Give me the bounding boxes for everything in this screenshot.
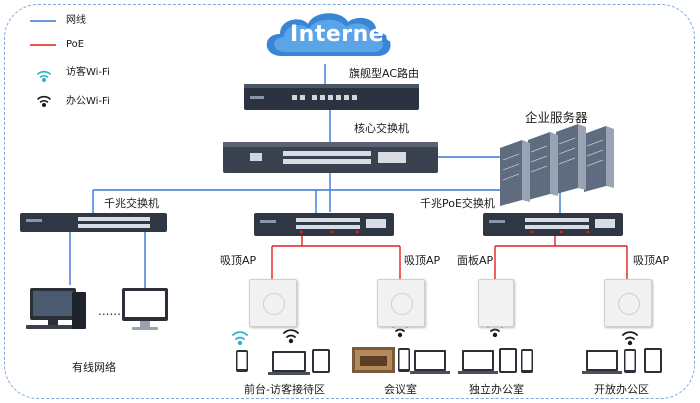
internet-cloud-icon (266, 13, 391, 56)
wired-network-label: 有线网络 (72, 361, 116, 374)
open-office-label: 开放办公区 (594, 383, 649, 396)
gigabit-switch-device (20, 213, 167, 232)
wired-connections (69, 64, 561, 288)
private-office-devices (458, 323, 533, 374)
internet-label: Internet (290, 22, 396, 47)
desktop-computer-icon (26, 288, 86, 329)
legend-guest-wifi-label: 访客Wi-Fi (66, 67, 110, 78)
open-office-devices (582, 331, 662, 374)
servers-icon (500, 124, 614, 206)
core-switch-device (223, 142, 438, 173)
reception-devices (232, 329, 330, 375)
legend-wired-label: 网线 (66, 15, 86, 26)
private-office-label: 独立办公室 (469, 383, 524, 396)
gigabit-switch-label: 千兆交换机 (104, 197, 159, 210)
poe-switch-label: 千兆PoE交换机 (420, 197, 495, 210)
poe-switch-1-device (254, 213, 394, 236)
monitor-icon (122, 288, 168, 330)
ceiling-ap-2-label: 吸顶AP (404, 254, 441, 267)
legend-office-wifi-label: 办公Wi-Fi (66, 96, 110, 107)
ceiling-ap-3-label: 吸顶AP (633, 254, 670, 267)
legend-office-wifi-icon (37, 95, 51, 108)
poe-connections (271, 236, 628, 279)
ac-router-label: 旗舰型AC路由 (349, 67, 420, 80)
servers-label: 企业服务器 (525, 110, 588, 125)
meeting-room-devices (352, 323, 450, 374)
legend-poe-label: PoE (66, 39, 85, 50)
ceiling-ap-2-device (377, 279, 425, 327)
diagram-frame (4, 4, 695, 399)
reception-zone-label: 前台-访客接待区 (244, 383, 325, 396)
legend-guest-wifi-icon (37, 70, 51, 83)
ceiling-ap-3-device (604, 279, 652, 327)
ceiling-ap-1-device (249, 279, 297, 327)
core-switch-label: 核心交换机 (354, 122, 409, 135)
meeting-room-label: 会议室 (384, 383, 417, 396)
ceiling-ap-1-label: 吸顶AP (220, 254, 257, 267)
guest-wifi-icon (232, 331, 248, 346)
panel-ap-label: 面板AP (457, 254, 494, 267)
ac-router-device (244, 84, 419, 110)
panel-ap-device (478, 279, 514, 327)
ellipsis-dots: ...... (98, 304, 121, 318)
poe-switch-2-device (483, 213, 623, 236)
office-wifi-icon-4 (622, 331, 638, 346)
office-wifi-icon-1 (283, 329, 299, 344)
